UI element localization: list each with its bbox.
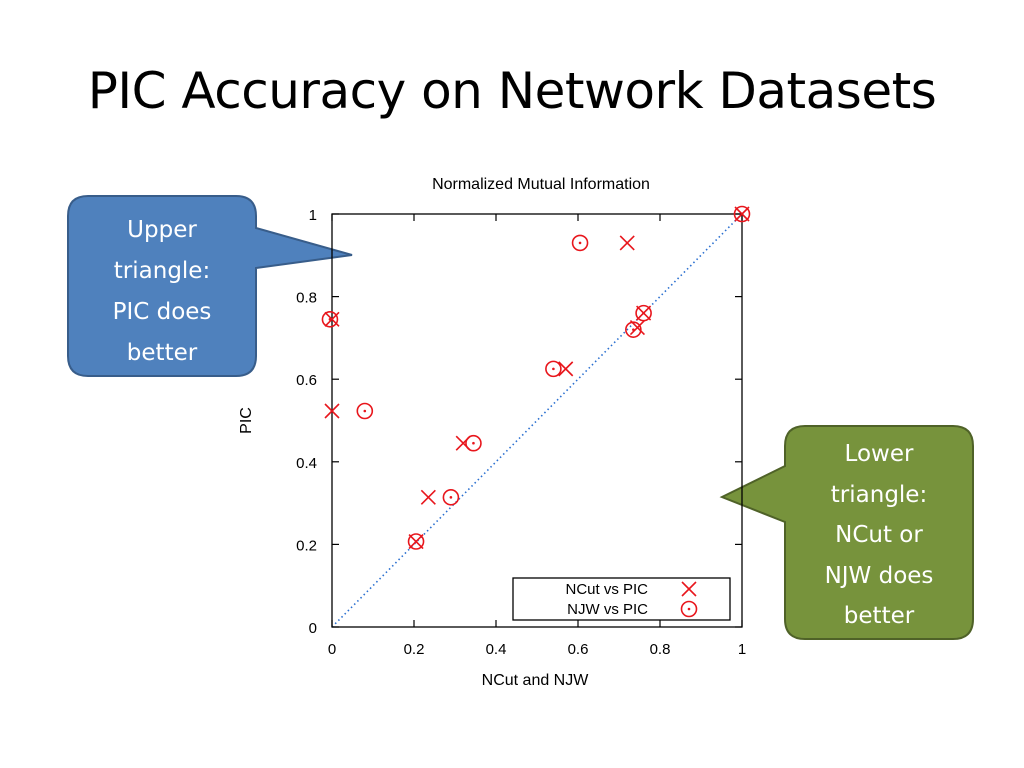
x-tick-label: 0.8 (650, 641, 671, 658)
plot-frame (331, 213, 743, 628)
axis-ticks (331, 213, 743, 628)
y-tick-label: 0 (309, 620, 317, 637)
lower-callout-line: NCut or (835, 522, 923, 548)
njw-point (407, 533, 425, 550)
njw-point (625, 321, 642, 338)
upper-triangle-callout (67, 195, 353, 377)
chart-title: Normalized Mutual Information (432, 176, 650, 193)
x-tick-label: 0.6 (568, 641, 589, 658)
upper-triangle-callout-text: Upper triangle: PIC does better (70, 210, 254, 374)
ncut-point (558, 361, 574, 377)
legend-marker-x-icon (681, 581, 697, 597)
legend-x-marker (681, 581, 697, 597)
legend-label-ncut: NCut vs PIC (565, 581, 648, 598)
upper-callout-line: Upper (127, 217, 197, 243)
ncut-point (619, 235, 635, 251)
lower-callout-line: NJW does (824, 562, 934, 589)
ncut-point (420, 489, 436, 505)
lower-triangle-callout-text: Lower triangle: NCut or NJW does better (787, 434, 971, 637)
lower-callout-line: Lower (844, 441, 914, 467)
njw-point (571, 234, 589, 252)
y-tick-label: 0.6 (296, 372, 317, 389)
slide-title: PIC Accuracy on Network Datasets (87, 62, 937, 120)
njw-point (465, 434, 482, 452)
upper-callout-line: better (126, 340, 198, 366)
lower-callout-bubble (719, 425, 974, 640)
y-tick-label: 0.2 (296, 537, 317, 554)
legend-label-njw: NJW vs PIC (567, 601, 648, 618)
y-tick-label: 0.4 (296, 455, 317, 472)
axis-tick-labels: 0 0.2 0.4 0.6 0.8 1 0 0.2 0.4 0.6 0.8 1 (296, 207, 746, 658)
njw-point (356, 402, 374, 420)
legend-marker-circle-icon (680, 600, 698, 618)
njw-point (442, 489, 460, 506)
upper-callout-line: triangle: (113, 258, 211, 284)
legend: NCut vs PIC NJW vs PIC (512, 577, 731, 621)
njw-point (635, 304, 652, 322)
x-tick-label: 1 (738, 641, 746, 658)
y-tick-label: 0.8 (296, 290, 317, 307)
legend-circle-marker (680, 600, 698, 618)
njw-point (733, 205, 751, 223)
y-axis-label: PIC (238, 407, 255, 434)
x-axis-label: NCut and NJW (482, 672, 590, 689)
x-tick-label: 0.2 (404, 641, 425, 658)
ncut-point (324, 403, 340, 419)
upper-callout-line: PIC does (112, 299, 212, 325)
y-tick-label: 1 (309, 207, 317, 224)
njw-point (545, 360, 562, 378)
x-tick-label: 0.4 (486, 641, 507, 658)
data-points (321, 205, 751, 550)
x-tick-label: 0 (328, 641, 336, 658)
lower-triangle-callout (719, 425, 974, 640)
lower-callout-line: better (843, 603, 915, 629)
njw-point (321, 311, 339, 328)
diagonal-reference-line (331, 213, 743, 628)
lower-callout-line: triangle: (830, 481, 928, 508)
upper-callout-bubble (67, 195, 353, 377)
